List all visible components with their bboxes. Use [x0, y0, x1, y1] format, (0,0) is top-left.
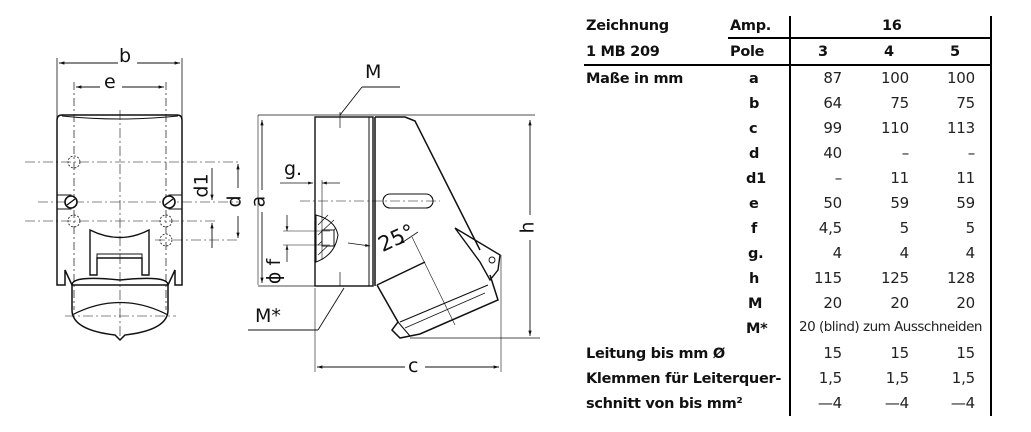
header-pole-3: 3 — [818, 44, 828, 60]
mstar-note: 20 (blind) zum Ausschneiden — [799, 319, 982, 335]
cell: – — [901, 144, 910, 162]
dim-label-Mstar: M* — [255, 305, 281, 327]
row-key: d — [749, 146, 760, 162]
row-key: e — [749, 196, 759, 212]
dim-label-M: M — [365, 61, 382, 83]
cell: 100 — [946, 69, 975, 87]
cell: 20 — [956, 294, 975, 312]
row-key: h — [749, 271, 760, 287]
row-key: a — [749, 71, 759, 87]
cell: 1,5 — [885, 369, 909, 387]
cell: 4 — [965, 244, 976, 262]
front-view — [25, 58, 240, 342]
cell: 125 — [880, 269, 909, 287]
leitung-label: Leitung bis mm Ø — [586, 346, 725, 362]
side-view — [248, 86, 540, 372]
table-right-border — [990, 16, 992, 416]
cell: 40 — [823, 144, 842, 162]
section-label: Maße in mm — [586, 71, 684, 87]
cell: 4 — [832, 244, 843, 262]
cell: 20 — [890, 294, 909, 312]
cell: – — [967, 144, 976, 162]
table-amp-rule — [728, 37, 992, 39]
row-key: c — [749, 121, 758, 137]
cell: —4 — [817, 394, 842, 412]
cell: 15 — [823, 344, 842, 362]
cell: 75 — [956, 94, 975, 112]
table-header-rule — [584, 64, 992, 66]
row-key: g. — [748, 246, 764, 262]
klemmen-label-2: schnitt von bis mm² — [586, 396, 743, 412]
cell: 5 — [965, 219, 976, 237]
cell: 100 — [880, 69, 909, 87]
cell: 110 — [880, 119, 909, 137]
dim-label-g: g. — [284, 158, 303, 180]
dim-label-e: e — [104, 71, 116, 93]
technical-drawing — [25, 58, 540, 372]
cell: 50 — [823, 194, 842, 212]
cell: 11 — [890, 169, 909, 187]
dim-label-b: b — [119, 45, 132, 67]
row-key-mstar: M* — [746, 321, 768, 337]
header-amp-label: Amp. — [730, 18, 772, 34]
cell: 11 — [956, 169, 975, 187]
header-pole-label: Pole — [730, 44, 765, 60]
dim-label-c: c — [408, 355, 419, 377]
cell: 4 — [899, 244, 910, 262]
cell: 15 — [956, 344, 975, 362]
header-model: 1 MB 209 — [586, 44, 660, 60]
cell: 115 — [813, 269, 842, 287]
cell: 113 — [946, 119, 975, 137]
table-column-divider — [789, 16, 791, 416]
cell: 75 — [890, 94, 909, 112]
cell: —4 — [884, 394, 909, 412]
cell: 5 — [899, 219, 910, 237]
cell: 20 — [823, 294, 842, 312]
cell: —4 — [950, 394, 975, 412]
header-pole-5: 5 — [950, 44, 960, 60]
cell: 1,5 — [818, 369, 842, 387]
cell: 64 — [823, 94, 842, 112]
row-key: f — [751, 221, 758, 237]
row-key: M — [748, 296, 763, 312]
cell: 59 — [956, 194, 975, 212]
header-pole-4: 4 — [884, 44, 894, 60]
cell: 4,5 — [818, 219, 842, 237]
row-key: b — [749, 96, 760, 112]
klemmen-label-1: Klemmen für Leiterquer- — [586, 371, 782, 387]
cell: 15 — [890, 344, 909, 362]
row-key: d1 — [746, 171, 766, 187]
cell: 128 — [946, 269, 975, 287]
cell: 99 — [823, 119, 842, 137]
cell: 87 — [823, 69, 842, 87]
cell: 1,5 — [951, 369, 975, 387]
header-amp-value: 16 — [882, 18, 902, 34]
cell: 59 — [890, 194, 909, 212]
header-zeichnung: Zeichnung — [586, 18, 669, 34]
cell: – — [834, 169, 843, 187]
